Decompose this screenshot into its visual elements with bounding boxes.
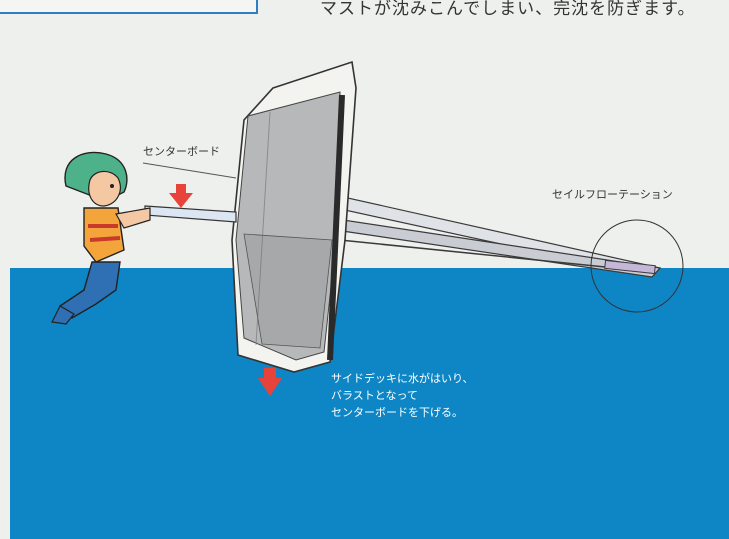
- sail-flotation-circle: [590, 219, 684, 313]
- mast: [319, 193, 662, 278]
- note-line: センターボードを下げる。: [331, 406, 463, 419]
- hull: [231, 60, 357, 373]
- ballast-note: サイドデッキに水がはいり、 バラストとなって センターボードを下げる。: [331, 370, 551, 421]
- top-caption: マストが沈みこんでしまい、完沈を防ぎます。: [320, 0, 696, 19]
- down-arrow-icon: [169, 184, 193, 208]
- sail-flotation-label: セイルフローテーション: [552, 188, 673, 201]
- centerboard-label: センターボード: [143, 145, 220, 158]
- note-line: バラストとなって: [331, 389, 418, 402]
- centerboard: [142, 162, 237, 223]
- note-line: サイドデッキに水がはいり、: [331, 372, 474, 385]
- water: [10, 268, 729, 539]
- top-frame-box: [0, 0, 258, 14]
- down-arrow-icon: [258, 368, 282, 396]
- sailor-figure: [51, 151, 151, 325]
